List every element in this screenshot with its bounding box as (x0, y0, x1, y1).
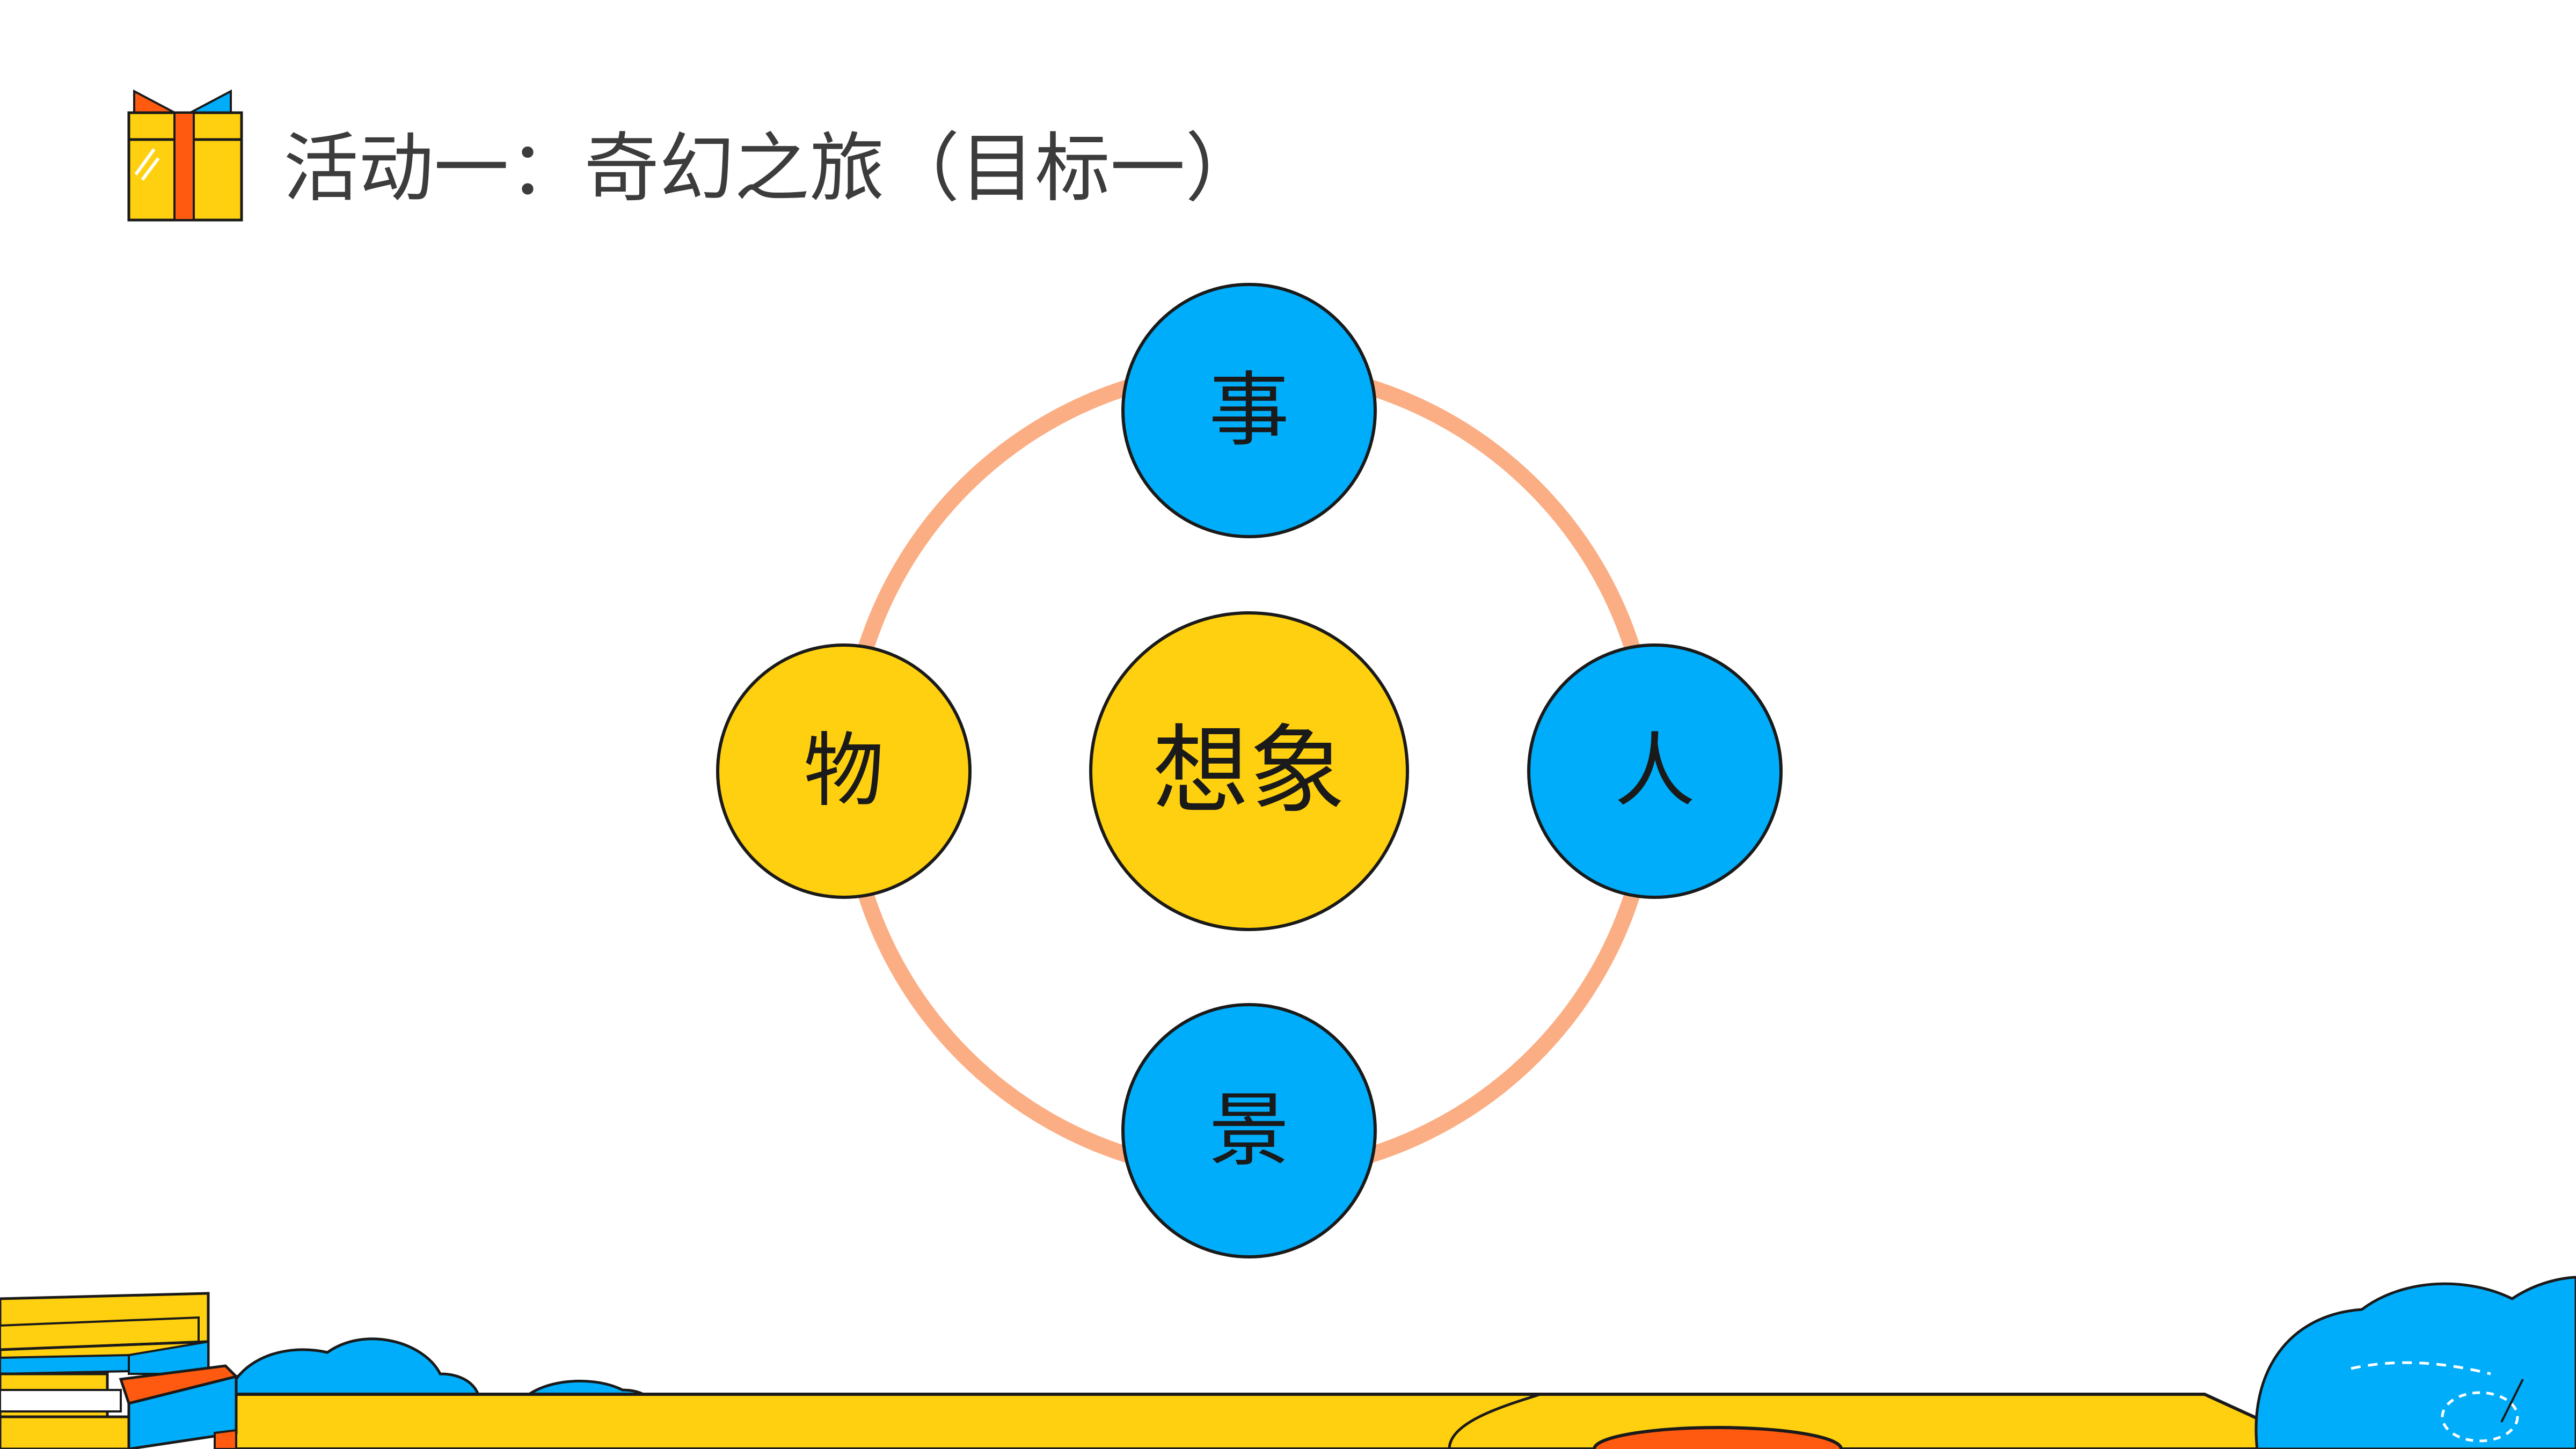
node-right: 人 (1527, 643, 1783, 899)
node-bottom: 景 (1121, 1003, 1377, 1258)
cloud-left (224, 1337, 480, 1408)
book-stack-icon (0, 1292, 239, 1449)
center-node-label: 想象 (1152, 715, 1346, 828)
orange-ellipse (1593, 1426, 1843, 1449)
yellow-table (216, 1393, 2325, 1449)
cloud-right-icon (2254, 1276, 2576, 1449)
node-left: 物 (716, 643, 972, 899)
page-title: 活动一：奇幻之旅（目标一） (283, 125, 1261, 213)
center-node: 想象 (1089, 611, 1409, 931)
node-left-label: 物 (804, 724, 884, 818)
table-curve (1448, 1393, 1541, 1449)
node-bottom-label: 景 (1209, 1084, 1289, 1177)
node-top-label: 事 (1209, 364, 1289, 457)
node-right-label: 人 (1615, 724, 1695, 818)
node-top: 事 (1121, 283, 1377, 538)
gift-box-icon (127, 89, 243, 222)
